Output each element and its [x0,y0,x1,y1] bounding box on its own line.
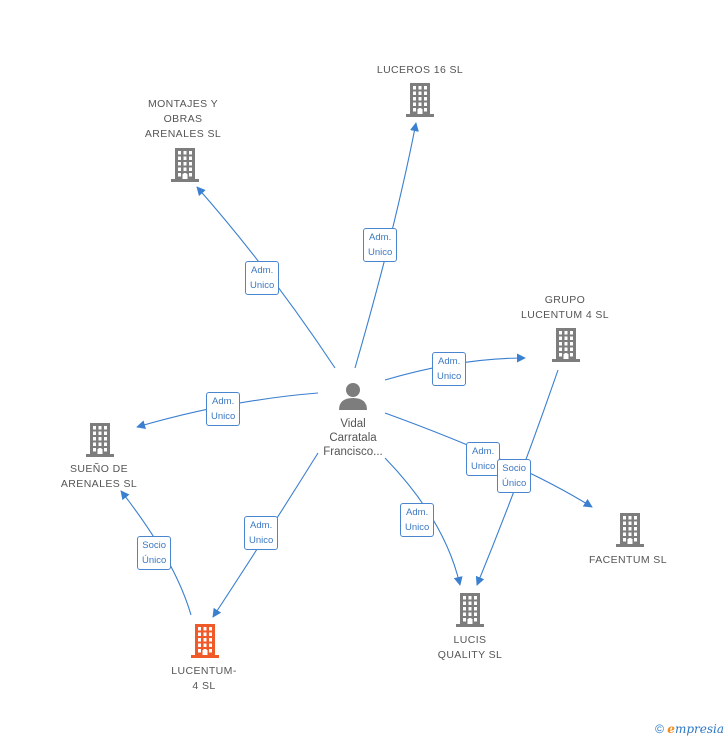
edge-label-person-lucentum: Adm.Unico [244,516,279,550]
company-facentum-icon[interactable] [616,513,644,547]
edges-layer [120,122,593,618]
edge-label-person-montajes: Adm.Unico [245,261,280,295]
copyright-symbol: © [655,722,664,736]
company-lucentum-icon[interactable] [191,624,219,658]
edge-label-person-sueno: Adm.Unico [206,392,241,426]
edge-label-person-luceros: Adm.Unico [363,228,398,262]
company-facentum-label[interactable]: FACENTUM SL [589,554,667,566]
company-montajes-icon[interactable] [171,148,199,182]
company-luceros-icon[interactable] [406,83,434,117]
empresia-logo: empresia [667,722,724,736]
company-luceros-label[interactable]: LUCEROS 16 SL [376,64,464,76]
company-grupo-icon[interactable] [552,328,580,362]
company-lucis-icon[interactable] [456,593,484,627]
edge-label-person-lucis: Adm.Unico [400,503,435,537]
person-icon[interactable] [339,383,367,410]
nodes-layer [86,83,644,658]
footer-brand[interactable]: © empresia [655,722,724,736]
company-lucentum-label[interactable]: LUCENTUM-4 SL [171,665,237,692]
edge-label-person-facentum: Adm.Unico [466,442,501,476]
company-sueno-icon[interactable] [86,423,114,457]
edge-label-person-grupo: Adm.Unico [432,352,467,386]
